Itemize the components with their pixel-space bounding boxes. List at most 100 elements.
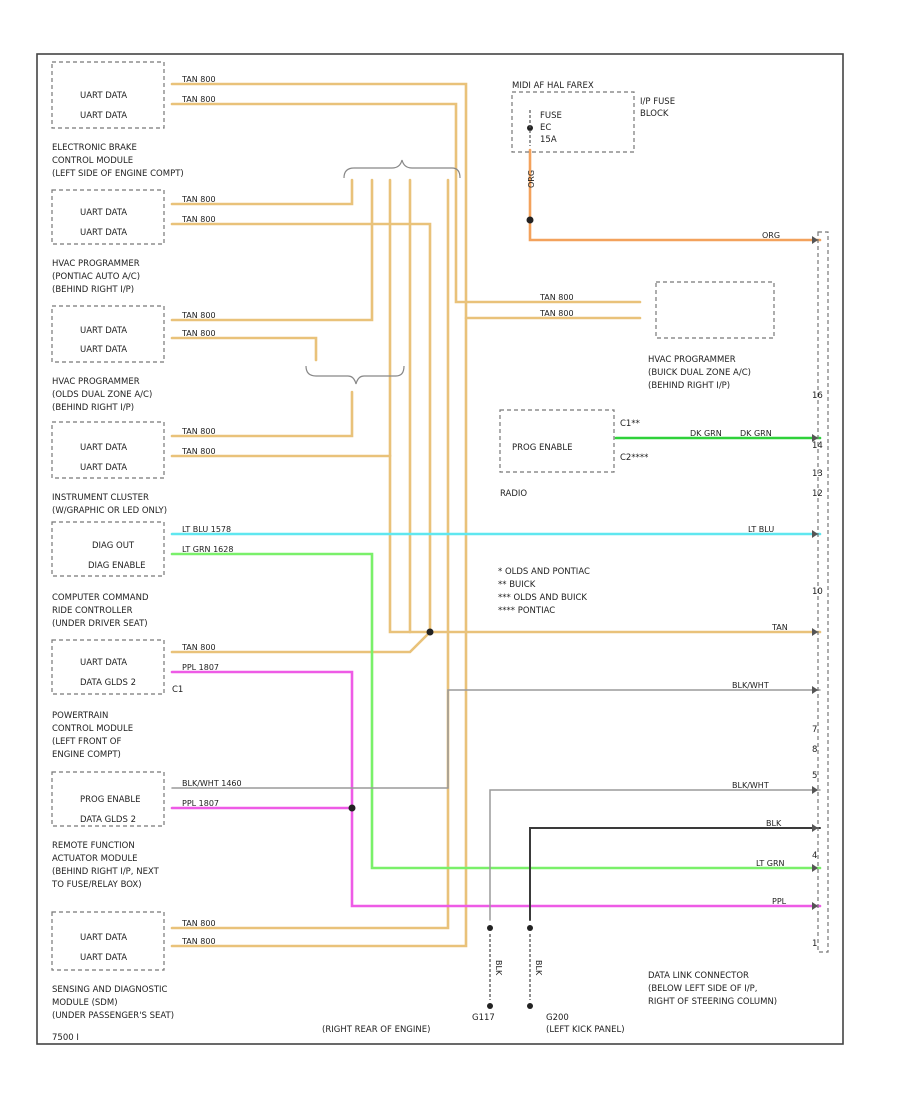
wire-label-hvac-b-2: TAN 800 — [539, 309, 574, 318]
rfa-name-1: REMOTE FUNCTION — [52, 841, 135, 851]
wire-label-1: TAN 800 — [181, 75, 216, 84]
dlc-wire-ppl: PPL — [772, 897, 787, 906]
ground-g200: BLK G200 (LEFT KICK PANEL) — [527, 925, 625, 1035]
fuse-block-label-2: BLOCK — [640, 109, 669, 119]
dlc-name-2: (BELOW LEFT SIDE OF I/P, — [648, 984, 758, 994]
wire-ppl-1 — [170, 670, 822, 908]
wire-blk — [529, 827, 821, 921]
dlc-pin-7: 7 — [812, 725, 817, 735]
wire-ride-1 — [170, 630, 432, 654]
module-rfa: REMOTE FUNCTION ACTUATOR MODULE (BEHIND … — [51, 841, 165, 971]
wire-label-org: ORG — [527, 170, 536, 188]
wire-rfa-2 — [170, 630, 468, 948]
wire-label-3: TAN 800 — [181, 195, 216, 204]
wire-labels: TAN 800 TAN 800 TAN 800 TAN 800 TAN 800 … — [181, 75, 722, 946]
ride-name-3: (UNDER DRIVER SEAT) — [52, 619, 148, 629]
fuse-title: MIDI AF HAL FAREX — [512, 81, 594, 91]
dlc-pin-14: 14 — [812, 441, 823, 451]
wire-label-hvac-b-1: TAN 800 — [539, 293, 574, 302]
g200-loc: (LEFT KICK PANEL) — [546, 1025, 625, 1035]
radio-c2: C2**** — [620, 453, 648, 463]
radio-c1: C1** — [620, 419, 640, 429]
dlc-pin-5: 5 — [812, 771, 817, 781]
arrow-blk-wht-2 — [812, 786, 818, 794]
module-ride: COMPUTER COMMAND RIDE CONTROLLER (UNDER … — [51, 593, 183, 695]
splice-ppl — [348, 804, 356, 812]
wire-cluster-1 — [170, 390, 354, 438]
rfa-pin-2: UART DATA — [80, 953, 127, 963]
dlc-pin-16: 16 — [812, 391, 823, 401]
footer-code: 7500 I — [52, 1033, 79, 1043]
wire-hvac-o-1 — [170, 178, 374, 322]
hvac-p-name-3: (BEHIND RIGHT I/P) — [52, 285, 134, 295]
hvac-b-name-2: (BUICK DUAL ZONE A/C) — [648, 368, 751, 378]
wire-hvac-o-2 — [170, 336, 318, 362]
sdm-name-2: MODULE (SDM) — [52, 998, 118, 1008]
radio-pin: PROG ENABLE — [512, 443, 573, 453]
diagram-frame — [36, 53, 844, 1045]
footnotes: * OLDS AND PONTIAC ** BUICK *** OLDS AND… — [498, 567, 590, 616]
fuse-amps: 15A — [540, 135, 557, 145]
arrow-blk — [812, 824, 818, 832]
radio-box — [499, 409, 615, 473]
splice-org — [526, 216, 534, 224]
module-hvac-olds: UART DATA UART DATA HVAC PROGRAMMER (OLD… — [51, 305, 165, 413]
module-pcm: POWERTRAIN CONTROL MODULE (LEFT FRONT OF… — [51, 711, 165, 827]
arrow-org — [812, 236, 818, 244]
pcm-name-2: CONTROL MODULE — [52, 724, 133, 734]
rfa-pin-1: UART DATA — [80, 933, 127, 943]
g200-dot-top — [527, 925, 533, 931]
pcm-box — [51, 771, 165, 827]
hvac-o-name-3: (BEHIND RIGHT I/P) — [52, 403, 134, 413]
dlc-wire-lt-blu: LT BLU — [748, 525, 774, 534]
ebcm-name-2: CONTROL MODULE — [52, 156, 133, 166]
hvac-p-pin-2: UART DATA — [80, 228, 127, 238]
wire-hvac-p-1 — [170, 178, 354, 206]
rfa-name-2: ACTUATOR MODULE — [52, 854, 138, 864]
module-hvac-pontiac: UART DATA UART DATA HVAC PROGRAMMER (PON… — [51, 189, 165, 295]
radio-diag-pin-2: DIAG ENABLE — [88, 561, 146, 571]
arrow-blk-wht-1 — [812, 686, 818, 694]
rfa-name-3: (BEHIND RIGHT I/P, NEXT — [52, 867, 160, 877]
wire-label-5: TAN 800 — [181, 311, 216, 320]
wire-blk-wht-2 — [489, 789, 821, 921]
hvac-o-pin-1: UART DATA — [80, 326, 127, 336]
wire-label-2: TAN 800 — [181, 95, 216, 104]
dlc-wire-dk-grn: DK GRN — [740, 429, 772, 438]
fuse-label: FUSE — [540, 111, 562, 121]
wire-cluster-2 — [170, 454, 822, 634]
ground-g117: BLK G117 (RIGHT REAR OF ENGINE) — [322, 925, 503, 1035]
wire-label-6: TAN 800 — [181, 329, 216, 338]
arrow-lt-grn — [812, 864, 818, 872]
dlc-pin-8: 8 — [812, 745, 817, 755]
module-ebcm: UART DATA UART DATA ELECTRONIC BRAKE CON… — [51, 61, 184, 179]
g117-id: G117 — [472, 1013, 495, 1023]
ride-pin-1: UART DATA — [80, 658, 127, 668]
splice-main — [426, 628, 434, 636]
wire-label-4: TAN 800 — [181, 215, 216, 224]
hvac-p-name-1: HVAC PROGRAMMER — [52, 259, 140, 269]
ride-name-1: COMPUTER COMMAND — [52, 593, 149, 603]
module-radio-diag: DIAG OUT DIAG ENABLE — [51, 521, 165, 577]
dlc-wire-lt-grn: LT GRN — [756, 859, 785, 868]
wire-label-14: PPL 1807 — [182, 799, 219, 808]
dlc-wire-org: ORG — [762, 231, 780, 240]
wire-lt-grn — [170, 552, 822, 870]
hvac-p-pin-1: UART DATA — [80, 208, 127, 218]
hvac-b-name-3: (BEHIND RIGHT I/P) — [648, 381, 730, 391]
dlc-name-3: RIGHT OF STEERING COLUMN) — [648, 997, 777, 1007]
wire-ebcm-1 — [170, 82, 468, 634]
cluster-pin-2: UART DATA — [80, 463, 127, 473]
g200-wire: BLK — [534, 960, 543, 976]
hvac-p-name-2: (PONTIAC AUTO A/C) — [52, 272, 140, 282]
arrow-lt-blu — [812, 530, 818, 538]
ebcm-box — [51, 61, 165, 129]
module-sdm: SENSING AND DIAGNOSTIC MODULE (SDM) (UND… — [52, 985, 174, 1021]
dlc-pin-12: 12 — [812, 489, 823, 499]
g117-dot-bottom — [487, 1003, 493, 1009]
wire-label-radio: DK GRN — [690, 429, 722, 438]
rfa-box — [51, 911, 165, 971]
wire-label-15: TAN 800 — [181, 919, 216, 928]
fuse-circuit: EC — [540, 123, 551, 133]
